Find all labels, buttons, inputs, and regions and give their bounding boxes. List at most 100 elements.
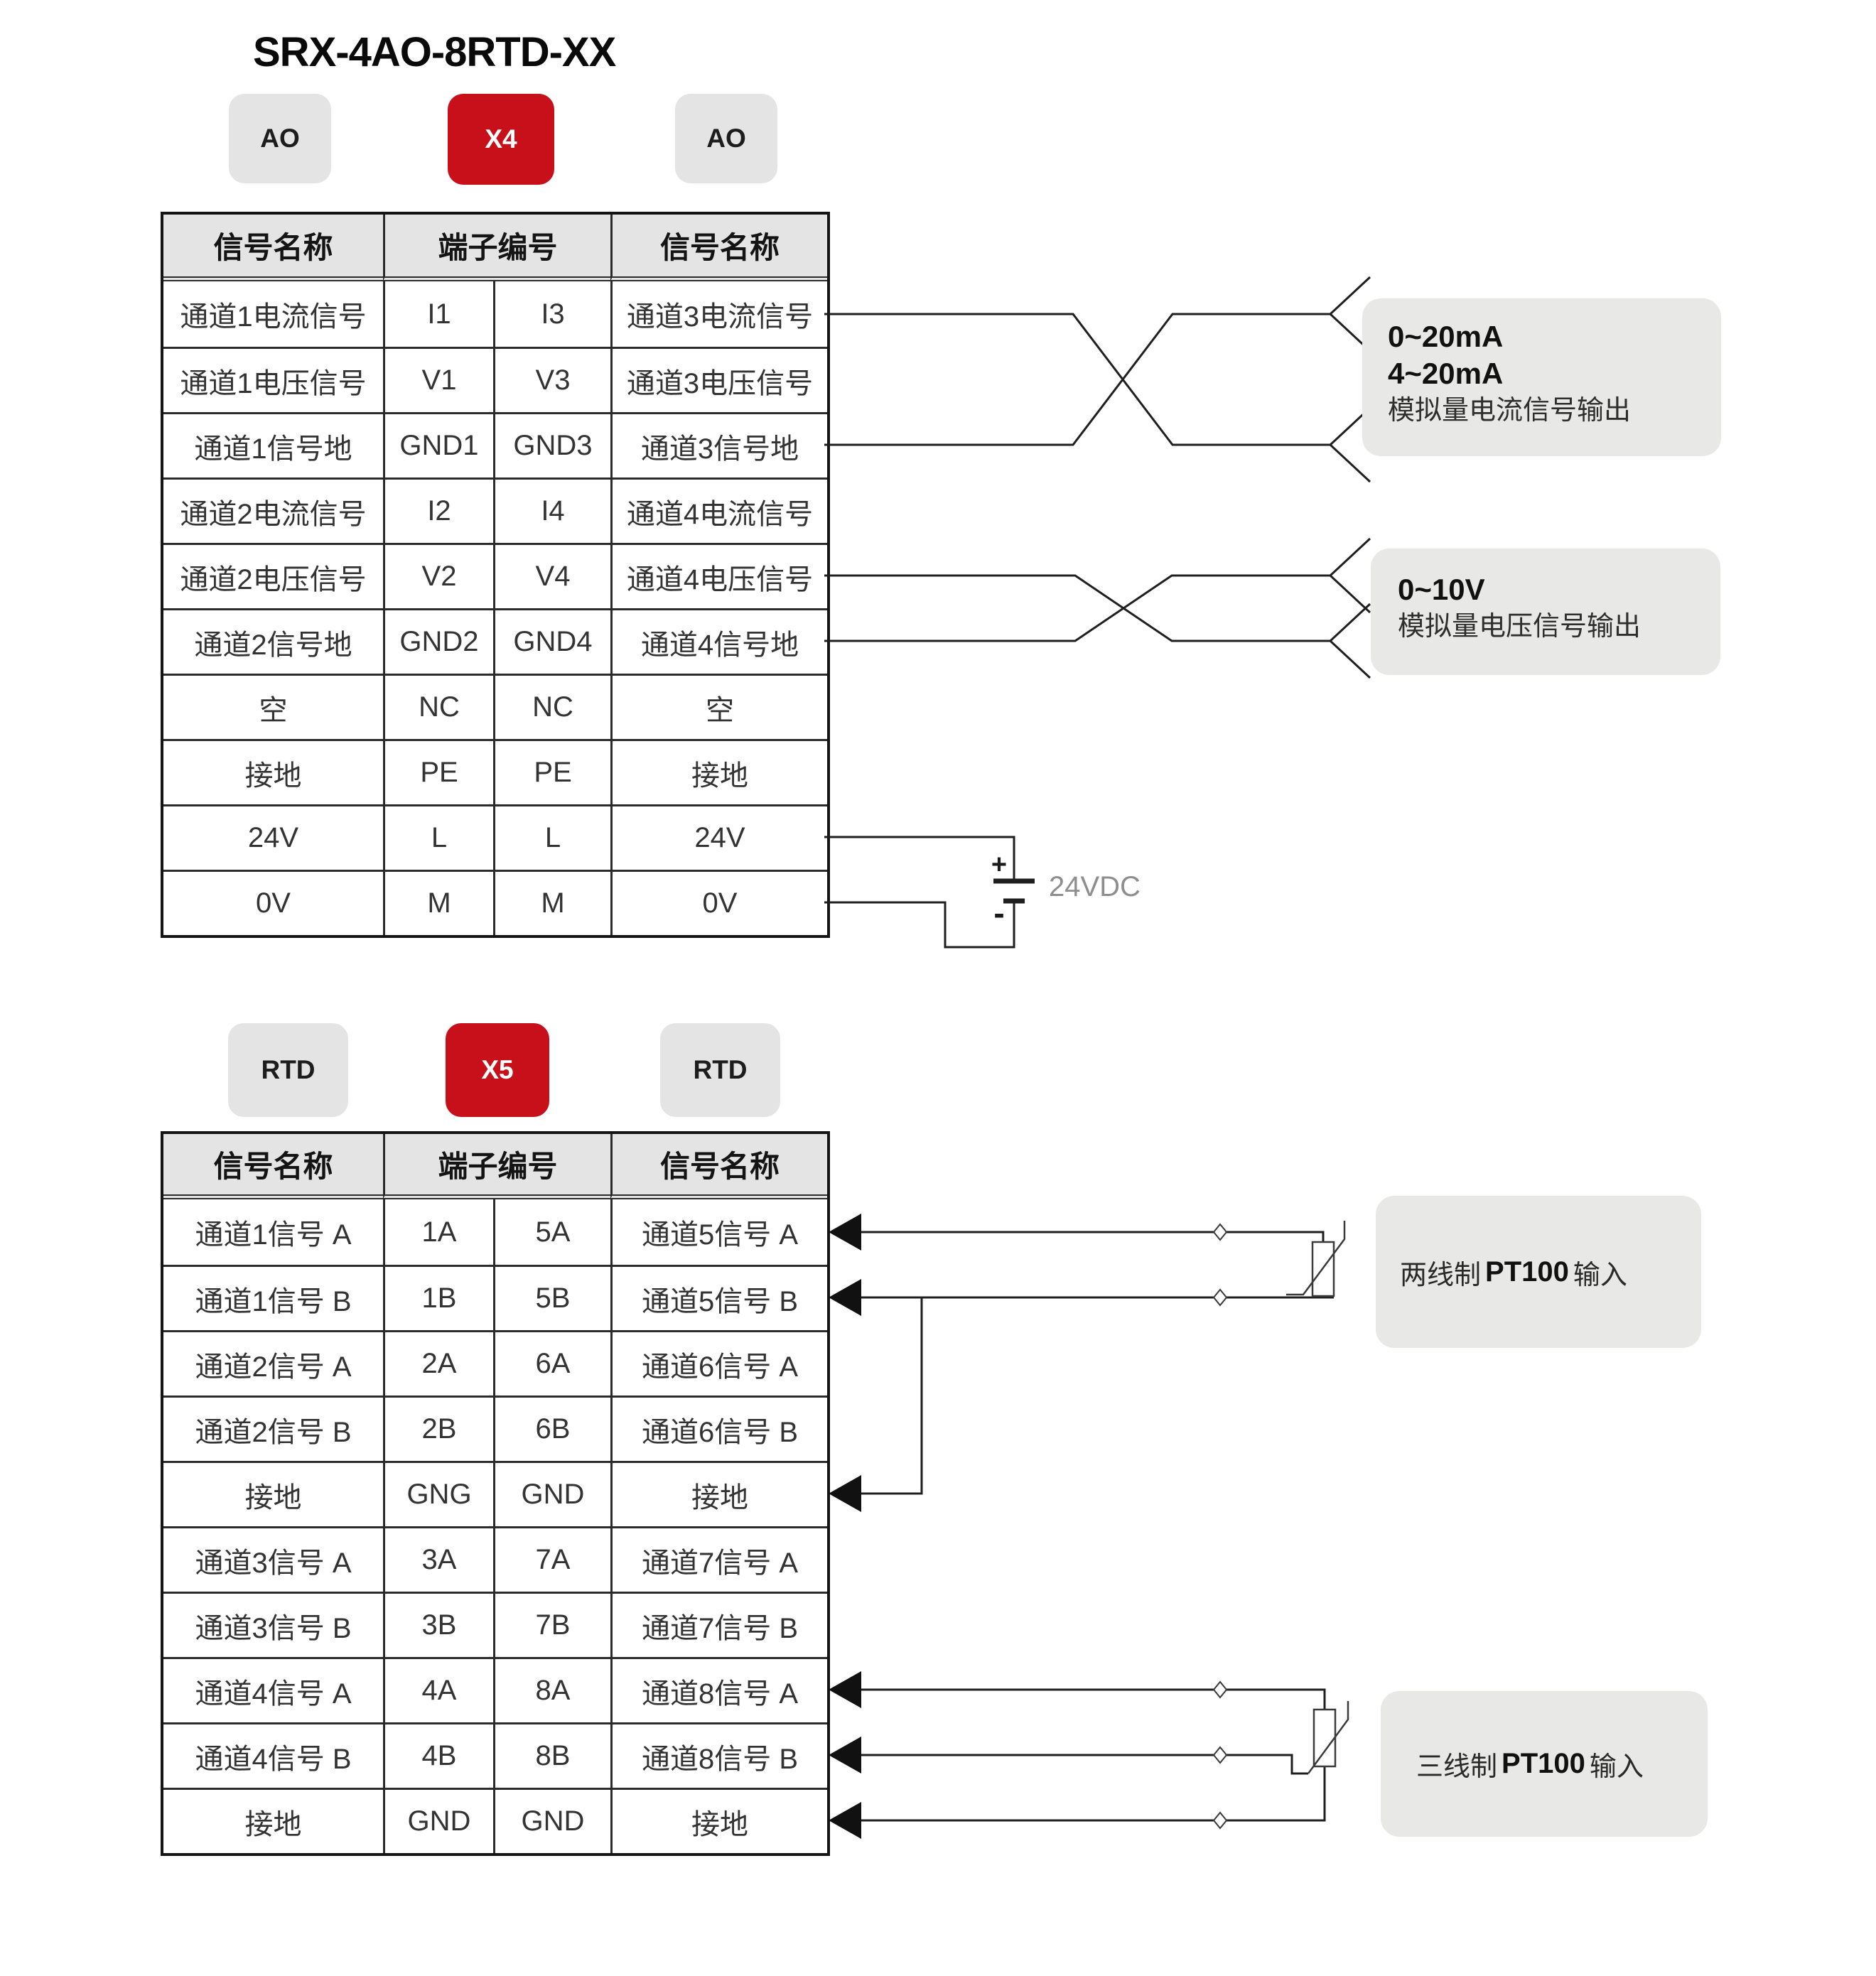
table-cell: 通道2信号地: [163, 608, 383, 674]
annotation-prefix: 三线制: [1416, 1752, 1498, 1782]
pt100-resistor-symbol: [1311, 1241, 1335, 1297]
connector-badge-x4: X4: [448, 94, 554, 185]
crossover-wire: [824, 574, 1330, 642]
table-cell: 0V: [610, 870, 827, 935]
annotation-range-line: 0~20mA: [1388, 320, 1504, 353]
rtd-three-wire-circuit: [829, 1671, 1349, 1839]
table-cell: V4: [493, 543, 610, 608]
wire-diamond-icon: [1212, 1680, 1228, 1699]
table-cell: V1: [383, 347, 493, 412]
table-cell: V2: [383, 543, 493, 608]
table-cell: 通道1信号 A: [163, 1199, 383, 1265]
wire-diamond-icon: [1212, 1288, 1228, 1307]
battery-voltage-label: 24VDC: [1049, 871, 1141, 902]
wire-diamond-icon: [1212, 1746, 1228, 1764]
table-cell: I1: [383, 281, 493, 347]
table-cell: PE: [383, 739, 493, 804]
column-header: 信号名称: [163, 215, 383, 281]
table-cell: 通道6信号 B: [610, 1395, 827, 1461]
table-cell: M: [493, 870, 610, 935]
table-cell: 8A: [493, 1657, 610, 1722]
table-cell: 通道5信号 A: [610, 1199, 827, 1265]
annotation-suffix: 输入: [1573, 1260, 1627, 1290]
table-cell: 1B: [383, 1265, 493, 1330]
table-cell: NC: [493, 674, 610, 739]
input-arrow-icon: [829, 1737, 861, 1773]
page-title: SRX-4AO-8RTD-XX: [253, 29, 616, 75]
wire-diamond-icon: [1212, 1811, 1228, 1830]
sensor-wire: [861, 1754, 1308, 1775]
connector-badge-rtd-right: RTD: [660, 1023, 780, 1117]
table-cell: 通道2电压信号: [163, 543, 383, 608]
chevron-arrow-icon: [1328, 537, 1371, 614]
annotation-two-wire-pt100: 两线制 PT100 输入: [1376, 1196, 1701, 1348]
table-cell: 通道4信号地: [610, 608, 827, 674]
rtd-two-wire-circuit: [829, 1214, 1346, 1512]
table-cell: 8B: [493, 1722, 610, 1788]
table-cell: 接地: [610, 1788, 827, 1853]
table-cell: 通道3电压信号: [610, 347, 827, 412]
input-arrow-icon: [829, 1802, 861, 1839]
table-cell: 通道5信号 B: [610, 1265, 827, 1330]
wire-diamond-icon: [1212, 1223, 1228, 1241]
annotation-prefix: 两线制: [1400, 1260, 1482, 1290]
rtd-terminal-table: 信号名称 端子编号 信号名称 通道1信号 A 1A 5A 通道5信号 A 通道1…: [161, 1131, 830, 1856]
annotation-current-output: 0~20mA 4~20mA 模拟量电流信号输出: [1362, 298, 1721, 456]
table-cell: 通道4电流信号: [610, 477, 827, 543]
table-cell: 通道3电流信号: [610, 281, 827, 347]
table-cell: 通道6信号 A: [610, 1330, 827, 1395]
table-cell: 2A: [383, 1330, 493, 1395]
ground-branch-wire: [861, 1297, 923, 1495]
table-cell: 通道3信号 A: [163, 1526, 383, 1592]
column-header: 信号名称: [163, 1134, 383, 1199]
column-header: 信号名称: [610, 215, 827, 281]
ao-current-output-wires: [824, 276, 1371, 483]
table-cell: I4: [493, 477, 610, 543]
table-cell: 通道8信号 B: [610, 1722, 827, 1788]
table-cell: 2B: [383, 1395, 493, 1461]
table-cell: 3A: [383, 1526, 493, 1592]
sensor-wire: [861, 1688, 1326, 1710]
table-cell: 通道3信号 B: [163, 1592, 383, 1657]
pt100-resistor-symbol: [1312, 1708, 1337, 1768]
input-arrow-icon: [829, 1214, 861, 1251]
ao-voltage-output-wires: [824, 537, 1371, 679]
table-cell: 5A: [493, 1199, 610, 1265]
crossover-wire: [824, 574, 1330, 642]
table-cell: 通道4信号 A: [163, 1657, 383, 1722]
table-cell: 5B: [493, 1265, 610, 1330]
table-cell: V3: [493, 347, 610, 412]
annotation-three-wire-pt100: 三线制 PT100 输入: [1381, 1691, 1708, 1837]
annotation-pt100: PT100: [1502, 1748, 1585, 1779]
table-cell: I2: [383, 477, 493, 543]
input-arrow-icon: [829, 1475, 861, 1512]
annotation-description: 模拟量电流信号输出: [1388, 396, 1632, 426]
table-cell: 通道2信号 A: [163, 1330, 383, 1395]
table-cell: GNG: [383, 1461, 493, 1526]
table-cell: 24V: [610, 804, 827, 870]
table-cell: 通道4电压信号: [610, 543, 827, 608]
column-header: 信号名称: [610, 1134, 827, 1199]
annotation-range-line: 4~20mA: [1388, 357, 1504, 390]
table-cell: 7A: [493, 1526, 610, 1592]
table-cell: 通道4信号 B: [163, 1722, 383, 1788]
column-header: 端子编号: [383, 1134, 610, 1199]
table-cell: 1A: [383, 1199, 493, 1265]
table-cell: 6A: [493, 1330, 610, 1395]
column-header: 端子编号: [383, 215, 610, 281]
sensor-wire: [861, 1231, 1325, 1242]
annotation-suffix: 输入: [1589, 1752, 1644, 1782]
crossover-wire: [824, 313, 1330, 446]
table-cell: 0V: [163, 870, 383, 935]
table-cell: 6B: [493, 1395, 610, 1461]
table-cell: 7B: [493, 1592, 610, 1657]
table-cell: GND1: [383, 412, 493, 477]
table-cell: GND3: [493, 412, 610, 477]
input-arrow-icon: [829, 1671, 861, 1708]
annotation-voltage-output: 0~10V 模拟量电压信号输出: [1371, 549, 1720, 675]
table-cell: GND2: [383, 608, 493, 674]
table-cell: GND: [383, 1788, 493, 1853]
table-cell: GND: [493, 1788, 610, 1853]
ao-terminal-table: 信号名称 端子编号 信号名称 通道1电流信号 I1 I3 通道3电流信号 通道1…: [161, 212, 830, 938]
